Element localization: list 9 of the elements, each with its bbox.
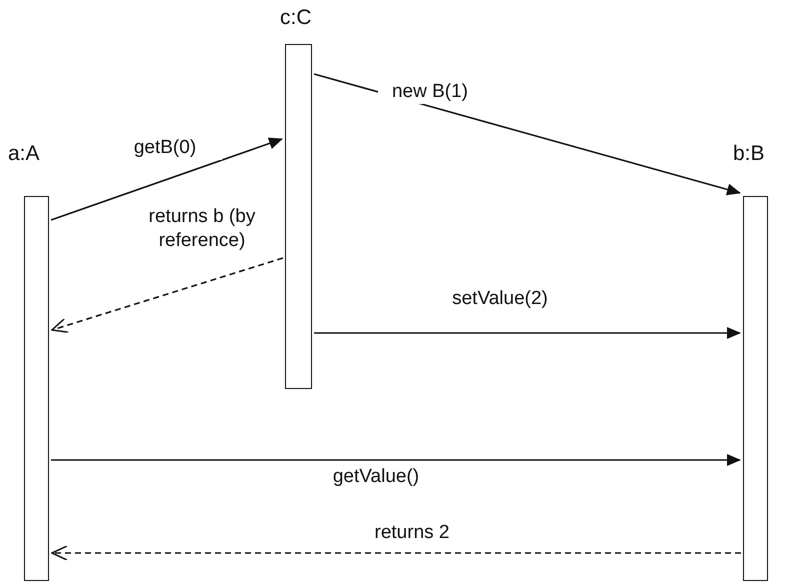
lifeline-label: a:A — [8, 142, 40, 166]
return-arrow — [51, 545, 741, 561]
message-arrow — [50, 138, 283, 221]
message-arrow — [51, 454, 741, 466]
lifeline-label: b:B — [733, 142, 765, 166]
return-arrow — [51, 257, 284, 333]
message-arrow — [314, 73, 741, 196]
lifeline-label: c:C — [280, 6, 312, 30]
message-arrow — [314, 327, 741, 339]
